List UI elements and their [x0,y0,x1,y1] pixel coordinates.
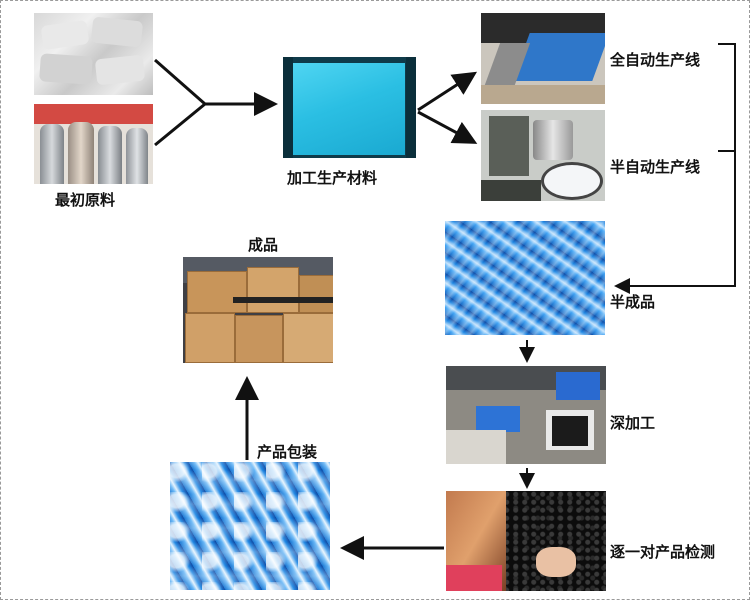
deep-processing-label: 深加工 [610,414,656,432]
processing-to-full-auto-arrow [417,71,478,112]
packaging-label: 产品包装 [257,443,318,461]
processing-material-label: 加工生产材料 [287,169,378,187]
semi-finished-photo [445,221,605,335]
raw-material-gas-cylinders-photo [34,104,153,184]
deep-processing-photo [446,366,606,464]
lines-to-semi-finished-bracket [614,43,736,294]
finished-product-photo [183,257,333,363]
raw-bags-connector [154,58,206,106]
semi-auto-line-photo [481,110,605,201]
raw-material-bags-photo [34,13,153,95]
full-auto-line-label: 全自动生产线 [610,51,701,69]
full-auto-line-photo [481,13,605,104]
inspection-label: 逐一对产品检测 [610,543,716,561]
semi-auto-line-label: 半自动生产线 [610,158,701,176]
processing-material-photo [283,57,416,158]
semi-finished-label: 半成品 [610,293,656,311]
inspection-photo [446,491,606,591]
processing-to-semi-auto-arrow [417,110,478,144]
finished-product-label: 成品 [248,236,279,254]
raw-cylinders-connector [154,102,206,147]
packaging-photo [170,462,330,590]
raw-materials-label: 最初原料 [55,191,116,209]
